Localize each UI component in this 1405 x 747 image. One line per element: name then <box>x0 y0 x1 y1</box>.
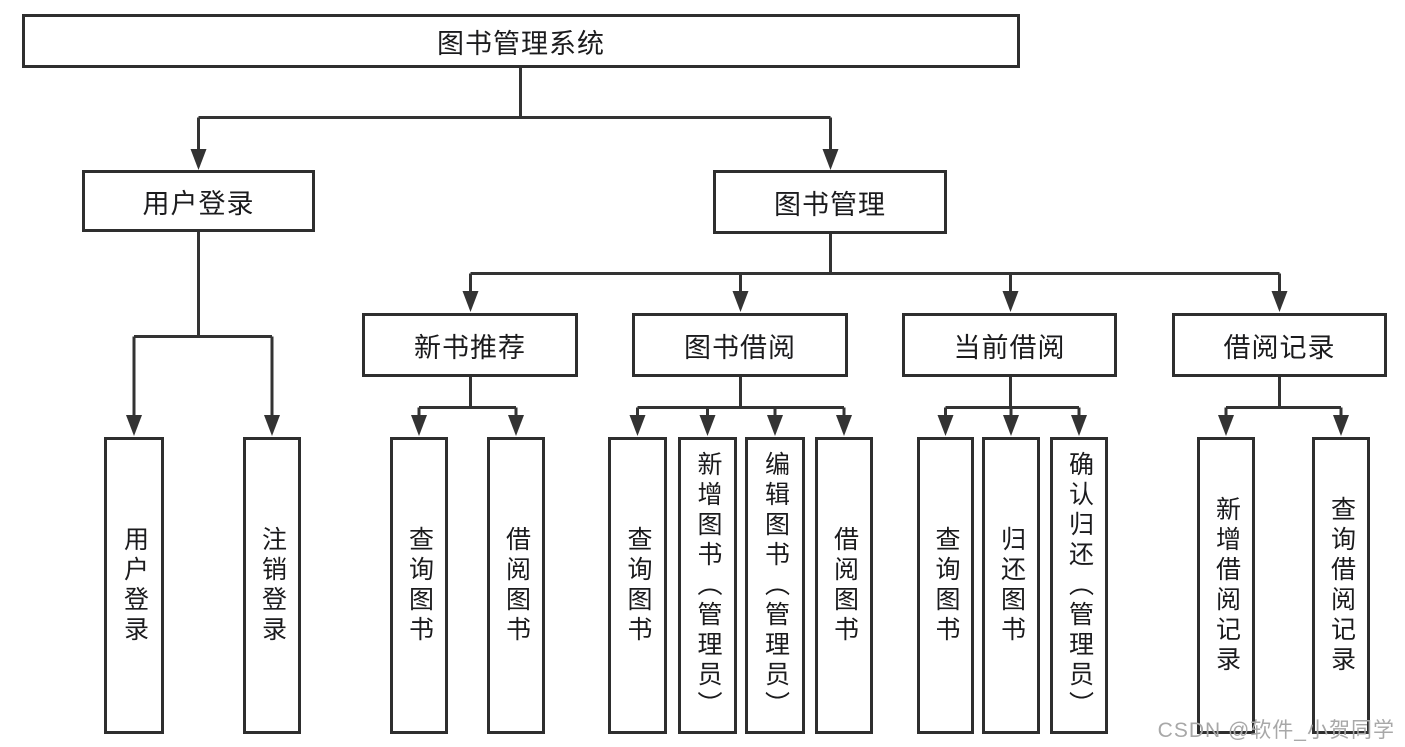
arrow-down-icon <box>629 415 646 436</box>
leaf-current-query: 查询图书 <box>917 437 974 734</box>
node-borrowing-records: 借阅记录 <box>1172 313 1387 377</box>
node-label: 编辑图书（管理员） <box>761 450 790 721</box>
arrow-down-icon <box>1218 415 1234 436</box>
connector-borrow-records-children <box>1224 376 1343 418</box>
arrow-down-icon <box>1271 291 1288 312</box>
arrow-down-icon <box>767 415 783 436</box>
node-label: 注销登录 <box>258 525 287 646</box>
node-label: 用户登录 <box>120 525 149 646</box>
arrow-down-icon <box>411 415 427 436</box>
node-label: 图书管理 <box>774 189 886 220</box>
node-label: 当前借阅 <box>953 332 1066 363</box>
node-label: 新增图书（管理员） <box>694 450 722 721</box>
node-label: 借阅图书 <box>830 525 859 646</box>
arrow-down-icon <box>126 415 142 436</box>
connector-user-login-children <box>132 231 274 418</box>
leaf-newbooks-borrow: 借阅图书 <box>487 437 545 734</box>
leaf-user-login: 用户登录 <box>104 437 164 734</box>
node-book-management: 图书管理 <box>713 170 947 234</box>
connector-root-to-level2 <box>197 66 832 152</box>
connector-book-mgmt-children <box>469 233 1281 294</box>
arrow-down-icon <box>1003 415 1019 436</box>
node-label: 查询图书 <box>932 525 960 646</box>
leaf-records-query: 查询借阅记录 <box>1312 437 1370 734</box>
leaf-borrow-add-admin: 新增图书（管理员） <box>678 437 737 734</box>
leaf-current-confirm-admin: 确认归还（管理员） <box>1050 437 1108 734</box>
arrow-down-icon <box>836 415 852 436</box>
leaf-logout: 注销登录 <box>243 437 301 734</box>
node-label: 查询借阅记录 <box>1327 495 1356 676</box>
leaf-borrow-query: 查询图书 <box>608 437 667 734</box>
node-label: 查询图书 <box>405 525 434 646</box>
leaf-current-return: 归还图书 <box>982 437 1040 734</box>
node-label: 图书借阅 <box>684 332 796 363</box>
node-label: 用户登录 <box>142 188 255 219</box>
node-user-login: 用户登录 <box>82 170 315 232</box>
node-book-borrowing: 图书借阅 <box>632 313 848 377</box>
node-root-system: 图书管理系统 <box>22 14 1020 68</box>
node-label: 查询图书 <box>624 525 652 646</box>
node-label: 借阅记录 <box>1223 332 1336 363</box>
connector-book-borrow-children <box>636 376 846 418</box>
arrow-down-icon <box>190 149 207 170</box>
node-new-book-recommend: 新书推荐 <box>362 313 578 377</box>
node-label: 图书管理系统 <box>437 28 605 59</box>
leaf-borrow-edit-admin: 编辑图书（管理员） <box>745 437 805 734</box>
arrow-down-icon <box>1333 415 1349 436</box>
arrow-down-icon <box>1071 415 1087 436</box>
node-label: 归还图书 <box>997 525 1026 646</box>
leaf-records-add: 新增借阅记录 <box>1197 437 1255 734</box>
csdn-watermark: CSDN @软件_小贺同学 <box>1157 719 1395 742</box>
node-label: 新增借阅记录 <box>1212 495 1241 676</box>
arrow-down-icon <box>937 415 954 436</box>
arrow-down-icon <box>732 291 749 312</box>
node-label: 确认归还（管理员） <box>1065 450 1094 721</box>
node-label: 新书推荐 <box>414 332 526 363</box>
leaf-newbooks-query: 查询图书 <box>390 437 448 734</box>
connector-current-borrow-children <box>944 376 1081 418</box>
arrow-down-icon <box>462 291 479 312</box>
arrow-down-icon <box>822 149 839 170</box>
node-label: 借阅图书 <box>502 525 531 646</box>
connector-new-books-children <box>417 376 518 418</box>
leaf-borrow-borrow: 借阅图书 <box>815 437 873 734</box>
arrow-down-icon <box>1002 291 1019 312</box>
arrow-down-icon <box>508 415 524 436</box>
arrow-down-icon <box>264 415 280 436</box>
arrow-down-icon <box>699 415 716 436</box>
node-current-borrowing: 当前借阅 <box>902 313 1117 377</box>
